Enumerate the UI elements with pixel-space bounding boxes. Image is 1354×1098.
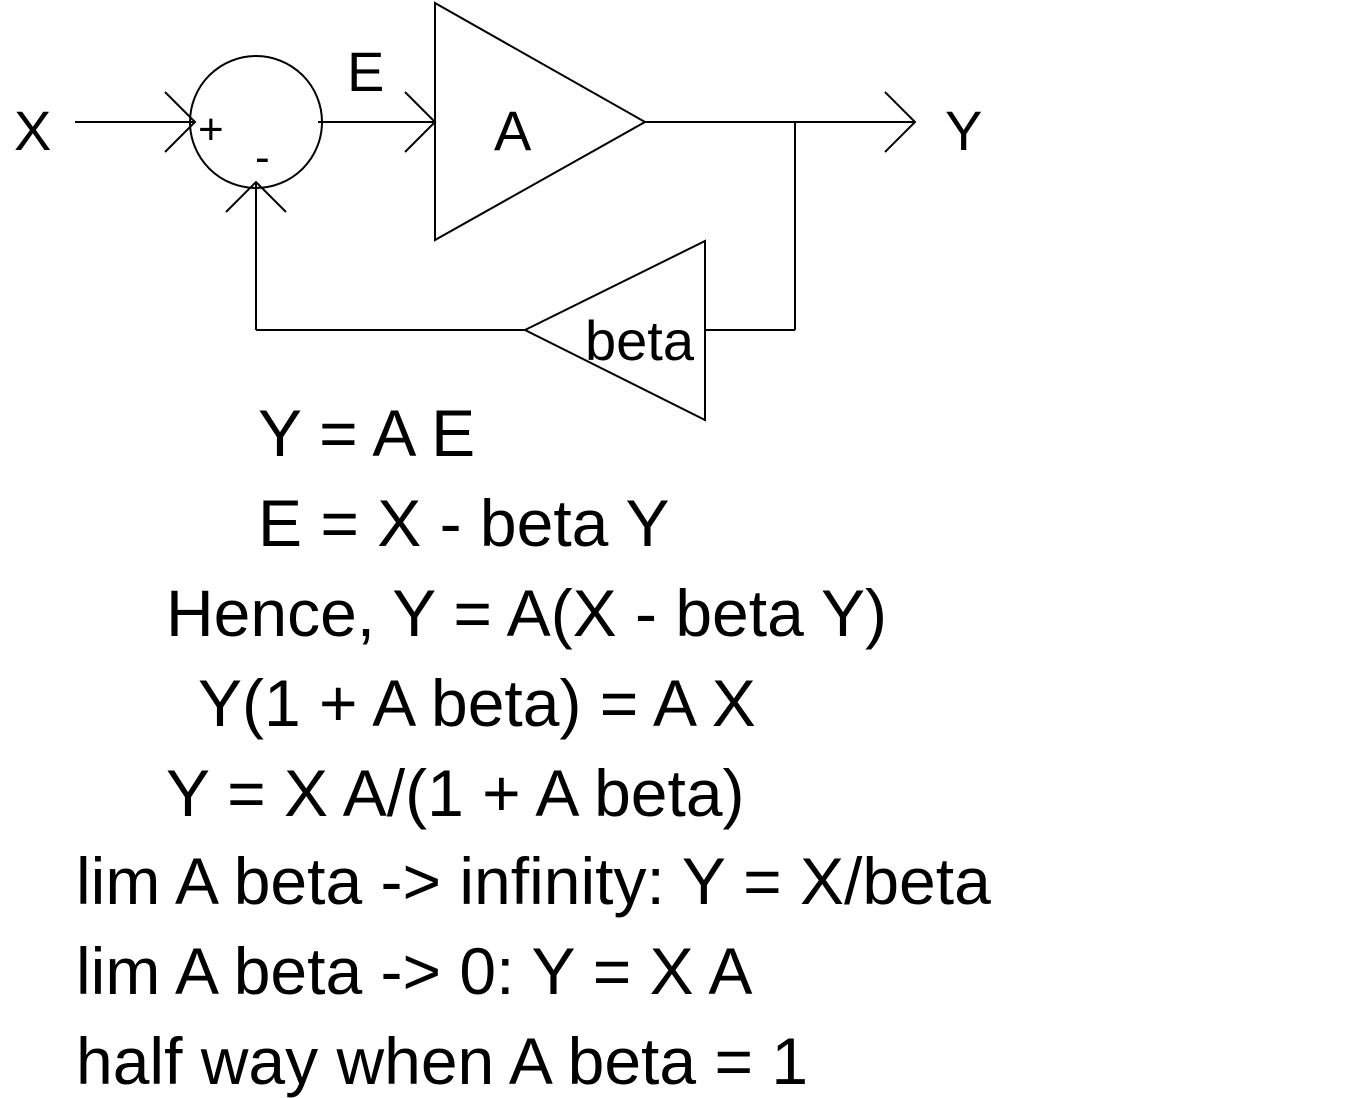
output-label: Y <box>945 99 982 162</box>
equation-8: half way when A beta = 1 <box>76 1024 809 1098</box>
minus-sign: - <box>255 133 270 182</box>
feedback-label: beta <box>585 309 695 372</box>
equation-5: Y = X A/(1 + A beta) <box>166 756 745 830</box>
input-label: X <box>14 99 51 162</box>
equation-2: E = X - beta Y <box>258 486 670 560</box>
plus-sign: + <box>198 105 224 154</box>
beta-triangle <box>522 239 706 422</box>
equation-7: lim A beta -> 0: Y = X A <box>76 934 753 1008</box>
input-arrowhead <box>164 91 197 153</box>
amplifier-label: A <box>494 99 532 162</box>
output-arrowhead <box>884 91 917 153</box>
feedback-block-diagram: X Y E A beta + - <box>14 1 982 422</box>
equation-3: Hence, Y = A(X - beta Y) <box>166 576 887 650</box>
error-label: E <box>347 40 384 103</box>
equation-1: Y = A E <box>258 396 476 470</box>
equation-6: lim A beta -> infinity: Y = X/beta <box>76 844 991 918</box>
feedback-arrowhead <box>225 180 287 213</box>
equation-4: Y(1 + A beta) = A X <box>198 666 756 740</box>
amplifier-triangle <box>434 1 648 242</box>
